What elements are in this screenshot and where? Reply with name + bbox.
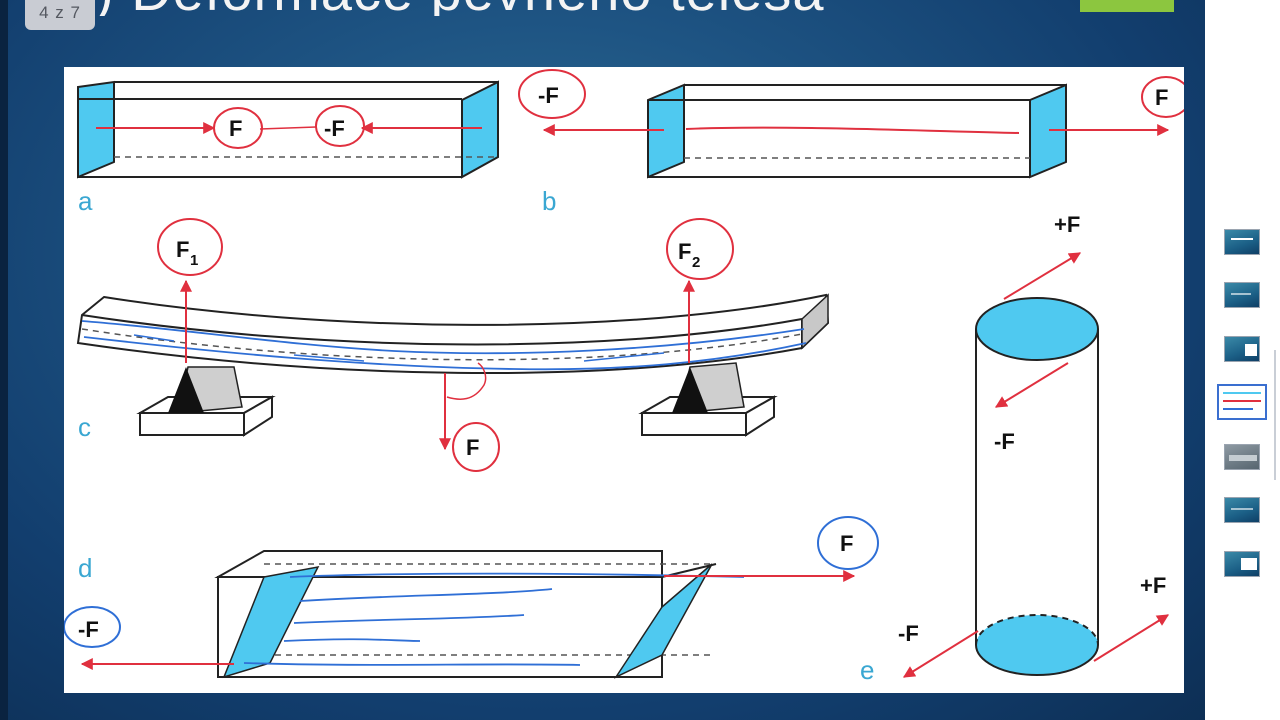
panel-e-torsion: +F -F -F +F e [860, 212, 1170, 685]
panel-label-c: c [78, 412, 91, 442]
slide-title: ) Deformace pevného tělesa [95, 0, 1055, 16]
force-label-b-neg-f: -F [538, 83, 559, 108]
panel-d-shear: F -F d [64, 516, 879, 679]
deformation-diagram: F -F a -F F b [64, 67, 1184, 693]
force-label-c-f1-subscript: 1 [190, 252, 198, 269]
slide-left-border [0, 0, 8, 720]
slide-thumbnail-4[interactable] [1217, 384, 1267, 420]
force-label-a-f: F [229, 116, 242, 141]
force-label-e-plus-f-bottom: +F [1140, 573, 1166, 598]
slide-thumbnail-3[interactable] [1224, 336, 1260, 362]
panel-label-e: e [860, 655, 874, 685]
force-label-e-neg-f-top: -F [994, 429, 1015, 454]
thumbnail-scrollbar[interactable] [1274, 350, 1276, 480]
slide-thumbnail-6[interactable] [1224, 497, 1260, 523]
panel-b-tension: -F F b [518, 69, 1184, 216]
panel-label-b: b [542, 186, 556, 216]
slide-thumbnail-7[interactable] [1224, 551, 1260, 577]
force-label-d-f: F [840, 531, 853, 556]
page-counter[interactable]: 4 z 7 [25, 0, 95, 30]
panel-c-bending: F 1 F 2 F c [76, 218, 830, 472]
force-label-b-f: F [1155, 85, 1168, 110]
force-label-a-neg-f: -F [324, 116, 345, 141]
deformation-figure: F -F a -F F b [64, 69, 1184, 685]
title-accent-bar [1080, 0, 1174, 12]
slide-thumbnail-1[interactable] [1224, 229, 1260, 255]
panel-label-a: a [78, 186, 93, 216]
slide-thumbnail-5[interactable] [1224, 444, 1260, 470]
force-label-c-f1: F [176, 237, 189, 262]
force-label-c-f2: F [678, 239, 691, 264]
force-label-d-neg-f: -F [78, 617, 99, 642]
slide-thumbnail-panel [1205, 0, 1280, 720]
force-label-e-neg-f-bottom: -F [898, 621, 919, 646]
force-label-e-plus-f-top: +F [1054, 212, 1080, 237]
panel-a-compression: F -F a [77, 80, 499, 216]
force-label-c-f: F [466, 435, 479, 460]
force-label-c-f2-subscript: 2 [692, 254, 700, 271]
slide-thumbnail-2[interactable] [1224, 282, 1260, 308]
panel-label-d: d [78, 553, 92, 583]
